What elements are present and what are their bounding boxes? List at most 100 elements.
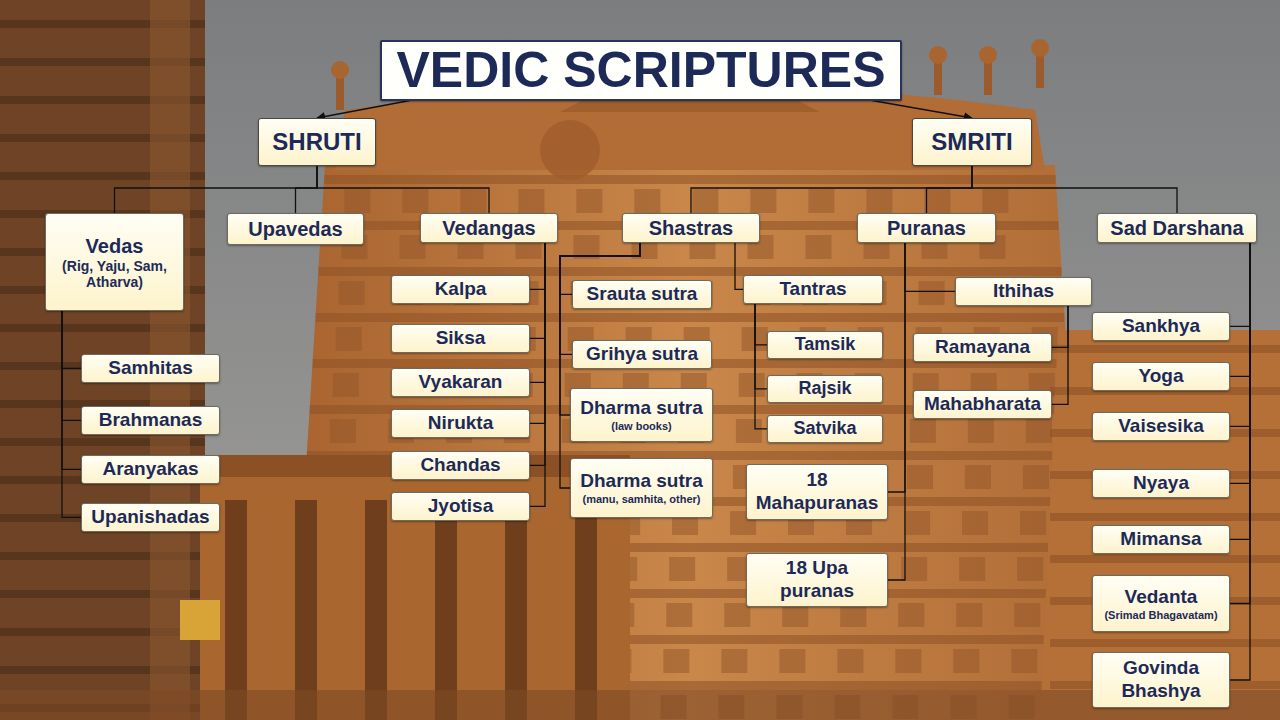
category-box: SMRITI — [912, 118, 1032, 166]
scripture-box: Ramayana — [913, 333, 1052, 362]
niche — [339, 281, 365, 305]
box-label: Vedanta — [1125, 586, 1198, 609]
niche — [750, 189, 776, 213]
tier-band — [1050, 513, 1280, 521]
scripture-box: Tamsik — [767, 331, 883, 359]
scripture-box: 18 Upa puranas — [746, 553, 888, 607]
box-label: Vaisesika — [1118, 415, 1204, 438]
box-label: Mahabharata — [924, 393, 1041, 416]
finial — [929, 46, 947, 64]
pavilion — [200, 455, 630, 720]
box-label: Kalpa — [435, 278, 487, 301]
scripture-box: Sad Darshana — [1097, 213, 1257, 243]
tier-band — [324, 175, 1055, 184]
niche — [721, 649, 747, 673]
connector-line — [1230, 243, 1250, 426]
niche — [344, 189, 370, 213]
connector-line — [888, 243, 905, 580]
scripture-box: Dharma sutra(manu, samhita, other) — [570, 458, 713, 518]
box-label: 18 Mahapuranas — [751, 469, 883, 515]
scripture-box: Upanishadas — [81, 503, 220, 532]
carving — [540, 120, 600, 180]
connector-line — [755, 304, 767, 429]
box-label: Ithihas — [993, 280, 1054, 303]
connector-line — [115, 166, 318, 213]
niche — [669, 557, 695, 581]
niche — [808, 189, 834, 213]
connector-line — [62, 311, 81, 368]
niche — [336, 327, 362, 351]
scripture-box: Vyakaran — [391, 368, 530, 397]
box-label: SMRITI — [931, 128, 1012, 157]
box-label: Mimansa — [1120, 528, 1201, 551]
box-label: Aranyakas — [102, 458, 198, 481]
niche — [1023, 465, 1049, 489]
niche — [736, 419, 762, 443]
connector-line — [317, 166, 489, 213]
niche — [1017, 557, 1043, 581]
connector-line — [1230, 243, 1250, 376]
connector-line — [1230, 243, 1250, 680]
niche — [805, 235, 831, 259]
box-label: Tantras — [779, 278, 846, 301]
connector-line — [62, 311, 81, 469]
scripture-box: Shastras — [622, 213, 760, 243]
niche — [460, 189, 486, 213]
connector-line — [972, 166, 1177, 213]
box-label: Sad Darshana — [1110, 216, 1243, 240]
connector-line — [905, 243, 955, 291]
box-subtitle: (Rig, Yaju, Sam, Atharva) — [50, 258, 179, 290]
connector-line — [755, 304, 767, 389]
box-label: Dharma sutra — [580, 470, 703, 493]
scripture-box: Yoga — [1092, 362, 1230, 391]
connector-line — [1052, 306, 1068, 405]
ground — [0, 690, 1280, 720]
niche — [1026, 419, 1052, 443]
connector-line — [296, 166, 318, 213]
tier-band — [316, 313, 1065, 322]
niche — [1011, 649, 1037, 673]
scripture-box: Puranas — [857, 213, 996, 243]
box-subtitle: (law books) — [611, 420, 672, 433]
box-label: Vedas — [86, 234, 144, 258]
box-label: Jyotisa — [428, 495, 493, 518]
box-label: Ramayana — [935, 336, 1030, 359]
scripture-box: Vedas(Rig, Yaju, Sam, Atharva) — [45, 213, 184, 311]
niche — [895, 649, 921, 673]
box-label: Grihya sutra — [586, 343, 698, 366]
niche — [965, 465, 991, 489]
pavilion-pillar — [225, 500, 247, 720]
box-label: Siksa — [436, 327, 486, 350]
box-label: Upanishadas — [91, 506, 209, 529]
box-subtitle: (manu, samhita, other) — [583, 493, 701, 506]
scripture-box: Tantras — [743, 275, 883, 304]
connector-line — [1230, 243, 1250, 539]
scripture-box: Samhitas — [81, 354, 220, 383]
finial — [979, 46, 997, 64]
pavilion-pillar — [365, 500, 387, 720]
connector-line — [530, 243, 545, 289]
box-label: Brahmanas — [99, 409, 203, 432]
niche — [968, 419, 994, 443]
scripture-box: Mahabharata — [913, 390, 1052, 419]
niche — [402, 189, 428, 213]
scripture-box: Nyaya — [1092, 469, 1230, 498]
niche — [666, 603, 692, 627]
niche — [739, 373, 765, 397]
connector-line — [62, 311, 81, 517]
niche — [1014, 603, 1040, 627]
connector-line — [927, 166, 973, 213]
box-label: Govinda Bhashya — [1097, 657, 1225, 703]
box-label: Rajsik — [798, 378, 851, 400]
scripture-box: Siksa — [391, 324, 530, 353]
scripture-box: Govinda Bhashya — [1092, 652, 1230, 708]
connector-line — [1230, 243, 1250, 483]
title-box: VEDIC SCRIPTURES — [380, 40, 902, 101]
box-label: Sankhya — [1122, 315, 1200, 338]
box-label: Vedangas — [442, 216, 535, 240]
pavilion-pillar — [435, 500, 457, 720]
scripture-box: Mimansa — [1092, 525, 1230, 554]
